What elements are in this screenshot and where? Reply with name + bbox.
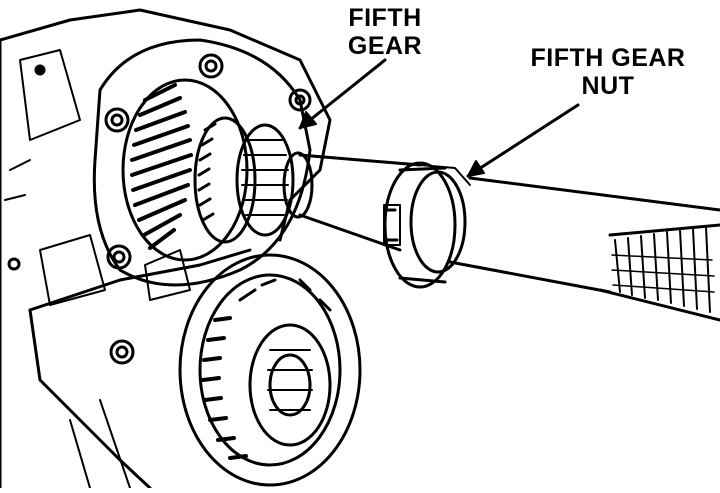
fifth-gear-nut-label: FIFTH GEAR NUT bbox=[508, 44, 708, 100]
lower-gear-cluster bbox=[28, 248, 362, 490]
arrowhead-fifth-gear-nut bbox=[467, 160, 485, 177]
fifth-gear-label-line1: FIFTH bbox=[348, 4, 422, 32]
transmission-case bbox=[0, 8, 332, 490]
fifth-gear-nut-label-line1: FIFTH GEAR bbox=[530, 44, 686, 72]
fifth-gear bbox=[121, 78, 257, 262]
fifth-gear-nut bbox=[383, 161, 471, 289]
fifth-gear-label: FIFTH GEAR bbox=[330, 4, 440, 60]
mainshaft bbox=[298, 153, 720, 322]
leader-arrows bbox=[298, 58, 580, 178]
synchro-hub bbox=[235, 123, 314, 237]
arrowhead-fifth-gear bbox=[299, 111, 317, 129]
fifth-gear-nut-label-line2: NUT bbox=[581, 72, 635, 100]
gear-flange bbox=[92, 38, 312, 287]
fifth-gear-label-line2: GEAR bbox=[347, 32, 423, 60]
